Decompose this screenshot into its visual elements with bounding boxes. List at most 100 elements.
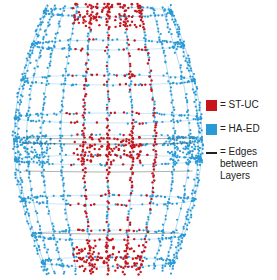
- ha-ed-node: [174, 151, 176, 153]
- ha-ed-node: [33, 245, 35, 247]
- ha-ed-node: [39, 28, 41, 30]
- st-uc-node: [141, 122, 143, 124]
- ha-ed-node: [85, 255, 87, 257]
- st-uc-node: [108, 98, 110, 100]
- st-uc-node: [129, 63, 131, 65]
- ha-ed-node: [172, 260, 174, 262]
- ha-ed-node: [193, 78, 195, 80]
- ha-ed-node: [178, 28, 180, 30]
- st-uc-node: [123, 111, 125, 113]
- ha-ed-node: [84, 75, 86, 77]
- st-uc-node: [144, 46, 146, 48]
- st-uc-node: [105, 250, 107, 252]
- st-uc-node: [106, 81, 108, 83]
- ha-ed-node: [77, 6, 79, 8]
- ha-ed-node: [71, 244, 73, 246]
- ha-ed-node: [61, 166, 63, 168]
- ha-ed-node: [71, 84, 73, 86]
- ha-ed-node: [18, 136, 20, 138]
- ha-ed-node: [45, 134, 47, 136]
- ha-ed-node: [111, 39, 113, 41]
- ha-ed-node: [42, 109, 44, 111]
- st-uc-node: [107, 155, 109, 157]
- st-uc-node: [132, 164, 134, 166]
- ha-ed-node: [45, 41, 47, 43]
- st-uc-node: [155, 153, 157, 155]
- ha-ed-node: [24, 77, 26, 79]
- ha-ed-node: [44, 96, 46, 98]
- ha-ed-node: [31, 146, 33, 148]
- st-uc-node: [94, 143, 96, 145]
- ha-ed-node: [128, 256, 130, 258]
- ha-ed-node: [16, 137, 18, 139]
- st-uc-node: [149, 83, 151, 85]
- ha-ed-node: [87, 219, 89, 221]
- ha-ed-node: [43, 244, 45, 246]
- ha-ed-node: [183, 44, 185, 46]
- ha-ed-node: [37, 41, 39, 43]
- ha-ed-node: [172, 153, 174, 155]
- ha-ed-node: [153, 12, 155, 14]
- ha-ed-node: [154, 14, 156, 16]
- ha-ed-node: [156, 41, 158, 43]
- ha-ed-node: [61, 265, 63, 267]
- ha-ed-node: [106, 70, 108, 72]
- ha-ed-node: [42, 269, 44, 271]
- ha-ed-node: [83, 84, 85, 86]
- st-uc-node: [126, 247, 128, 249]
- ha-ed-node: [26, 135, 28, 137]
- ha-ed-node: [24, 81, 26, 83]
- ha-ed-node: [176, 28, 178, 30]
- ha-ed-node: [52, 234, 54, 236]
- ha-ed-node: [107, 44, 109, 46]
- ha-ed-node: [115, 203, 117, 205]
- ha-ed-node: [183, 234, 185, 236]
- ha-ed-node: [73, 113, 75, 115]
- st-uc-node: [88, 38, 90, 40]
- ha-ed-node: [60, 174, 62, 176]
- ha-ed-node: [64, 68, 66, 70]
- st-uc-node: [148, 59, 150, 61]
- st-uc-node: [84, 171, 86, 173]
- st-uc-node: [126, 25, 128, 27]
- ha-ed-node: [25, 205, 27, 207]
- st-uc-node: [83, 102, 85, 104]
- ha-ed-node: [46, 149, 48, 151]
- ha-ed-node: [139, 256, 141, 258]
- ring-edge: [32, 230, 184, 240]
- st-uc-node: [142, 260, 144, 262]
- ha-ed-node: [171, 10, 173, 12]
- ha-ed-node: [59, 231, 61, 233]
- ha-ed-node: [49, 147, 51, 149]
- ha-ed-node: [172, 119, 174, 121]
- ha-ed-node: [195, 94, 197, 96]
- ha-ed-node: [141, 203, 143, 205]
- ha-ed-node: [66, 203, 68, 205]
- st-uc-node: [82, 169, 84, 171]
- ha-ed-node: [42, 47, 44, 49]
- ha-ed-node: [186, 224, 188, 226]
- ha-ed-node: [67, 39, 69, 41]
- ha-ed-node: [21, 138, 23, 140]
- ha-ed-node: [49, 65, 51, 67]
- ha-ed-node: [197, 145, 199, 147]
- st-uc-node: [124, 75, 126, 77]
- ha-ed-node: [68, 55, 70, 57]
- ha-ed-node: [191, 193, 193, 195]
- ha-ed-node: [128, 210, 130, 212]
- ha-ed-node: [167, 134, 169, 136]
- ha-ed-node: [179, 67, 181, 69]
- ha-ed-node: [173, 109, 175, 111]
- ha-ed-node: [172, 134, 174, 136]
- ha-ed-node: [64, 77, 66, 79]
- st-uc-node: [127, 216, 129, 218]
- ha-ed-node: [24, 75, 26, 77]
- ha-ed-node: [43, 169, 45, 171]
- st-uc-node: [155, 156, 157, 158]
- ha-ed-node: [189, 152, 191, 154]
- ha-ed-node: [173, 46, 175, 48]
- ha-ed-node: [67, 14, 69, 16]
- ha-ed-node: [153, 264, 155, 266]
- ha-ed-node: [178, 33, 180, 35]
- ha-ed-node: [128, 91, 130, 93]
